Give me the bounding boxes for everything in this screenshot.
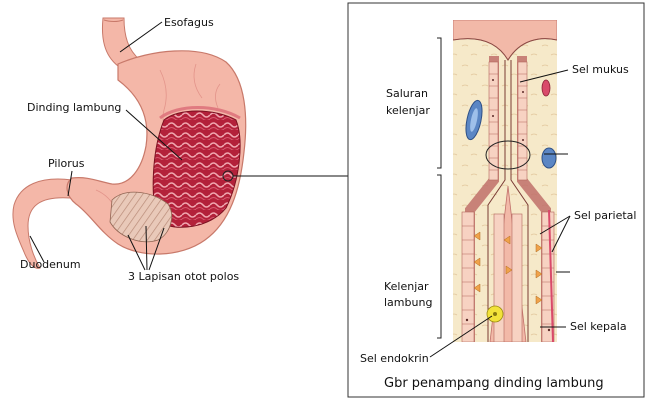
label-esophagus: Esofagus — [164, 16, 214, 29]
label-gland-duct-1: Saluran — [386, 87, 428, 100]
label-parietal-cell: Sel parietal — [574, 209, 636, 222]
label-pylorus: Pilorus — [48, 157, 85, 170]
label-duodenum: Duodenum — [20, 258, 81, 271]
label-gland-duct-2: kelenjar — [386, 104, 430, 117]
figure-caption: Gbr penampang dinding lambung — [384, 376, 604, 391]
label-chief-cell: Sel kepala — [570, 320, 627, 333]
label-gastric-gland-2: lambung — [384, 296, 432, 309]
stomach-illustration — [13, 18, 246, 268]
label-stomach-wall: Dinding lambung — [27, 101, 121, 114]
label-mucous-cell: Sel mukus — [572, 63, 629, 76]
label-gastric-gland-1: Kelenjar — [384, 280, 429, 293]
gastric-gland-cross-section — [453, 20, 557, 342]
label-muscle-layers: 3 Lapisan otot polos — [128, 270, 239, 283]
label-endocrine-cell: Sel endokrin — [360, 352, 429, 365]
